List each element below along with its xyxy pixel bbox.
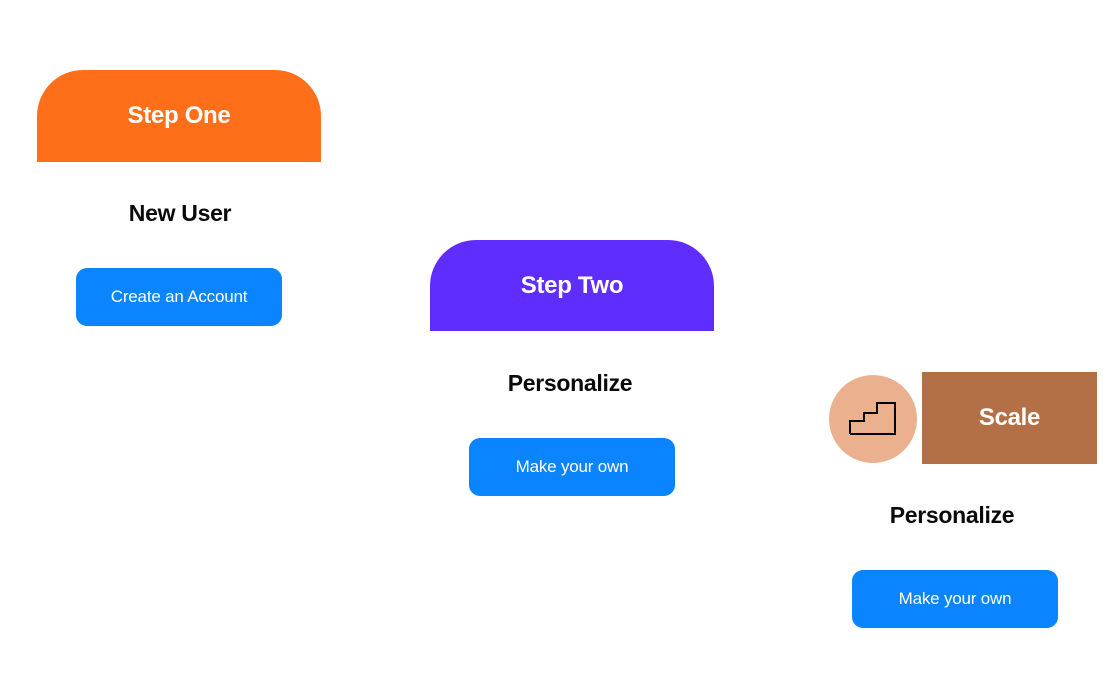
stairs-badge	[829, 375, 917, 463]
step-three-make-your-own-button[interactable]: Make your own	[852, 570, 1058, 628]
step-two-header: Step Two	[430, 240, 714, 331]
scale-header: Scale	[922, 372, 1097, 464]
step-three-title: Personalize	[889, 502, 1015, 528]
step-one-header: Step One	[37, 70, 321, 162]
step-two-make-your-own-button[interactable]: Make your own	[469, 438, 675, 496]
stairs-icon	[849, 402, 896, 435]
create-account-button[interactable]: Create an Account	[76, 268, 282, 326]
step-one-title: New User	[128, 200, 232, 226]
step-two-title: Personalize	[507, 370, 633, 396]
